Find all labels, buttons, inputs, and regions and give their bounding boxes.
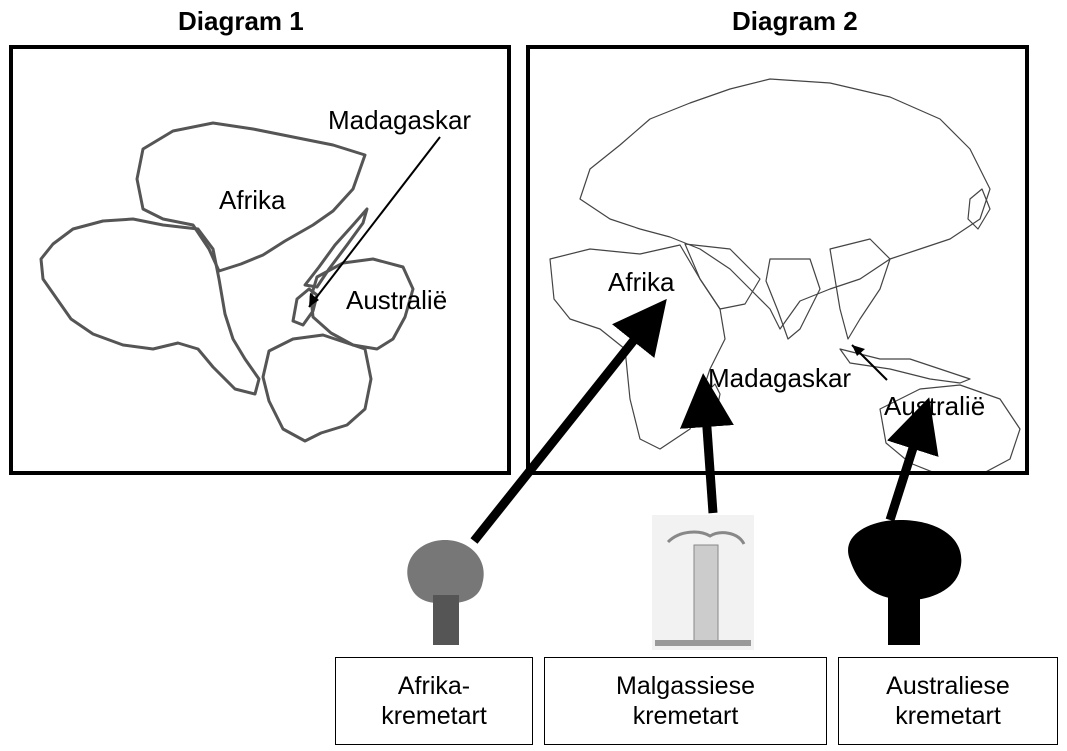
landmass-japan [967, 188, 991, 230]
gondwana-map [39, 121, 441, 443]
african-baobab-image [407, 540, 484, 645]
landmass-antarctica [261, 333, 373, 443]
landmass-arabia [684, 243, 761, 310]
landmass-eurasia [579, 78, 991, 330]
d2-label-africa: Afrika [608, 267, 675, 297]
landmass-strip [303, 207, 369, 289]
landmass-africa [135, 121, 367, 273]
d1-label-madagascar: Madagaskar [328, 105, 472, 135]
diagram-2-frame: Afrika Madagaskar Australië [526, 45, 1029, 475]
landmass-se-asia [829, 238, 891, 340]
australian-baobab-image [848, 520, 962, 645]
arrow-africa [470, 298, 667, 544]
diagram-2-title: Diagram 2 [732, 6, 858, 36]
d1-label-africa: Afrika [219, 185, 286, 215]
malagasy-baobab-image [652, 515, 754, 650]
arrow-madagascar [679, 373, 734, 514]
d1-label-australia: Australië [346, 285, 448, 315]
landmass-india [765, 258, 821, 340]
diagram-1-title: Diagram 1 [178, 6, 304, 36]
landmass-australia [309, 257, 415, 351]
landmass-indonesia [839, 348, 971, 384]
diagram-1-frame: Afrika Madagaskar Australië [9, 45, 511, 475]
landmass-south-america [39, 217, 261, 396]
arrow-australia [885, 397, 939, 522]
label-african-baobab: Afrika-kremetart [335, 657, 533, 745]
